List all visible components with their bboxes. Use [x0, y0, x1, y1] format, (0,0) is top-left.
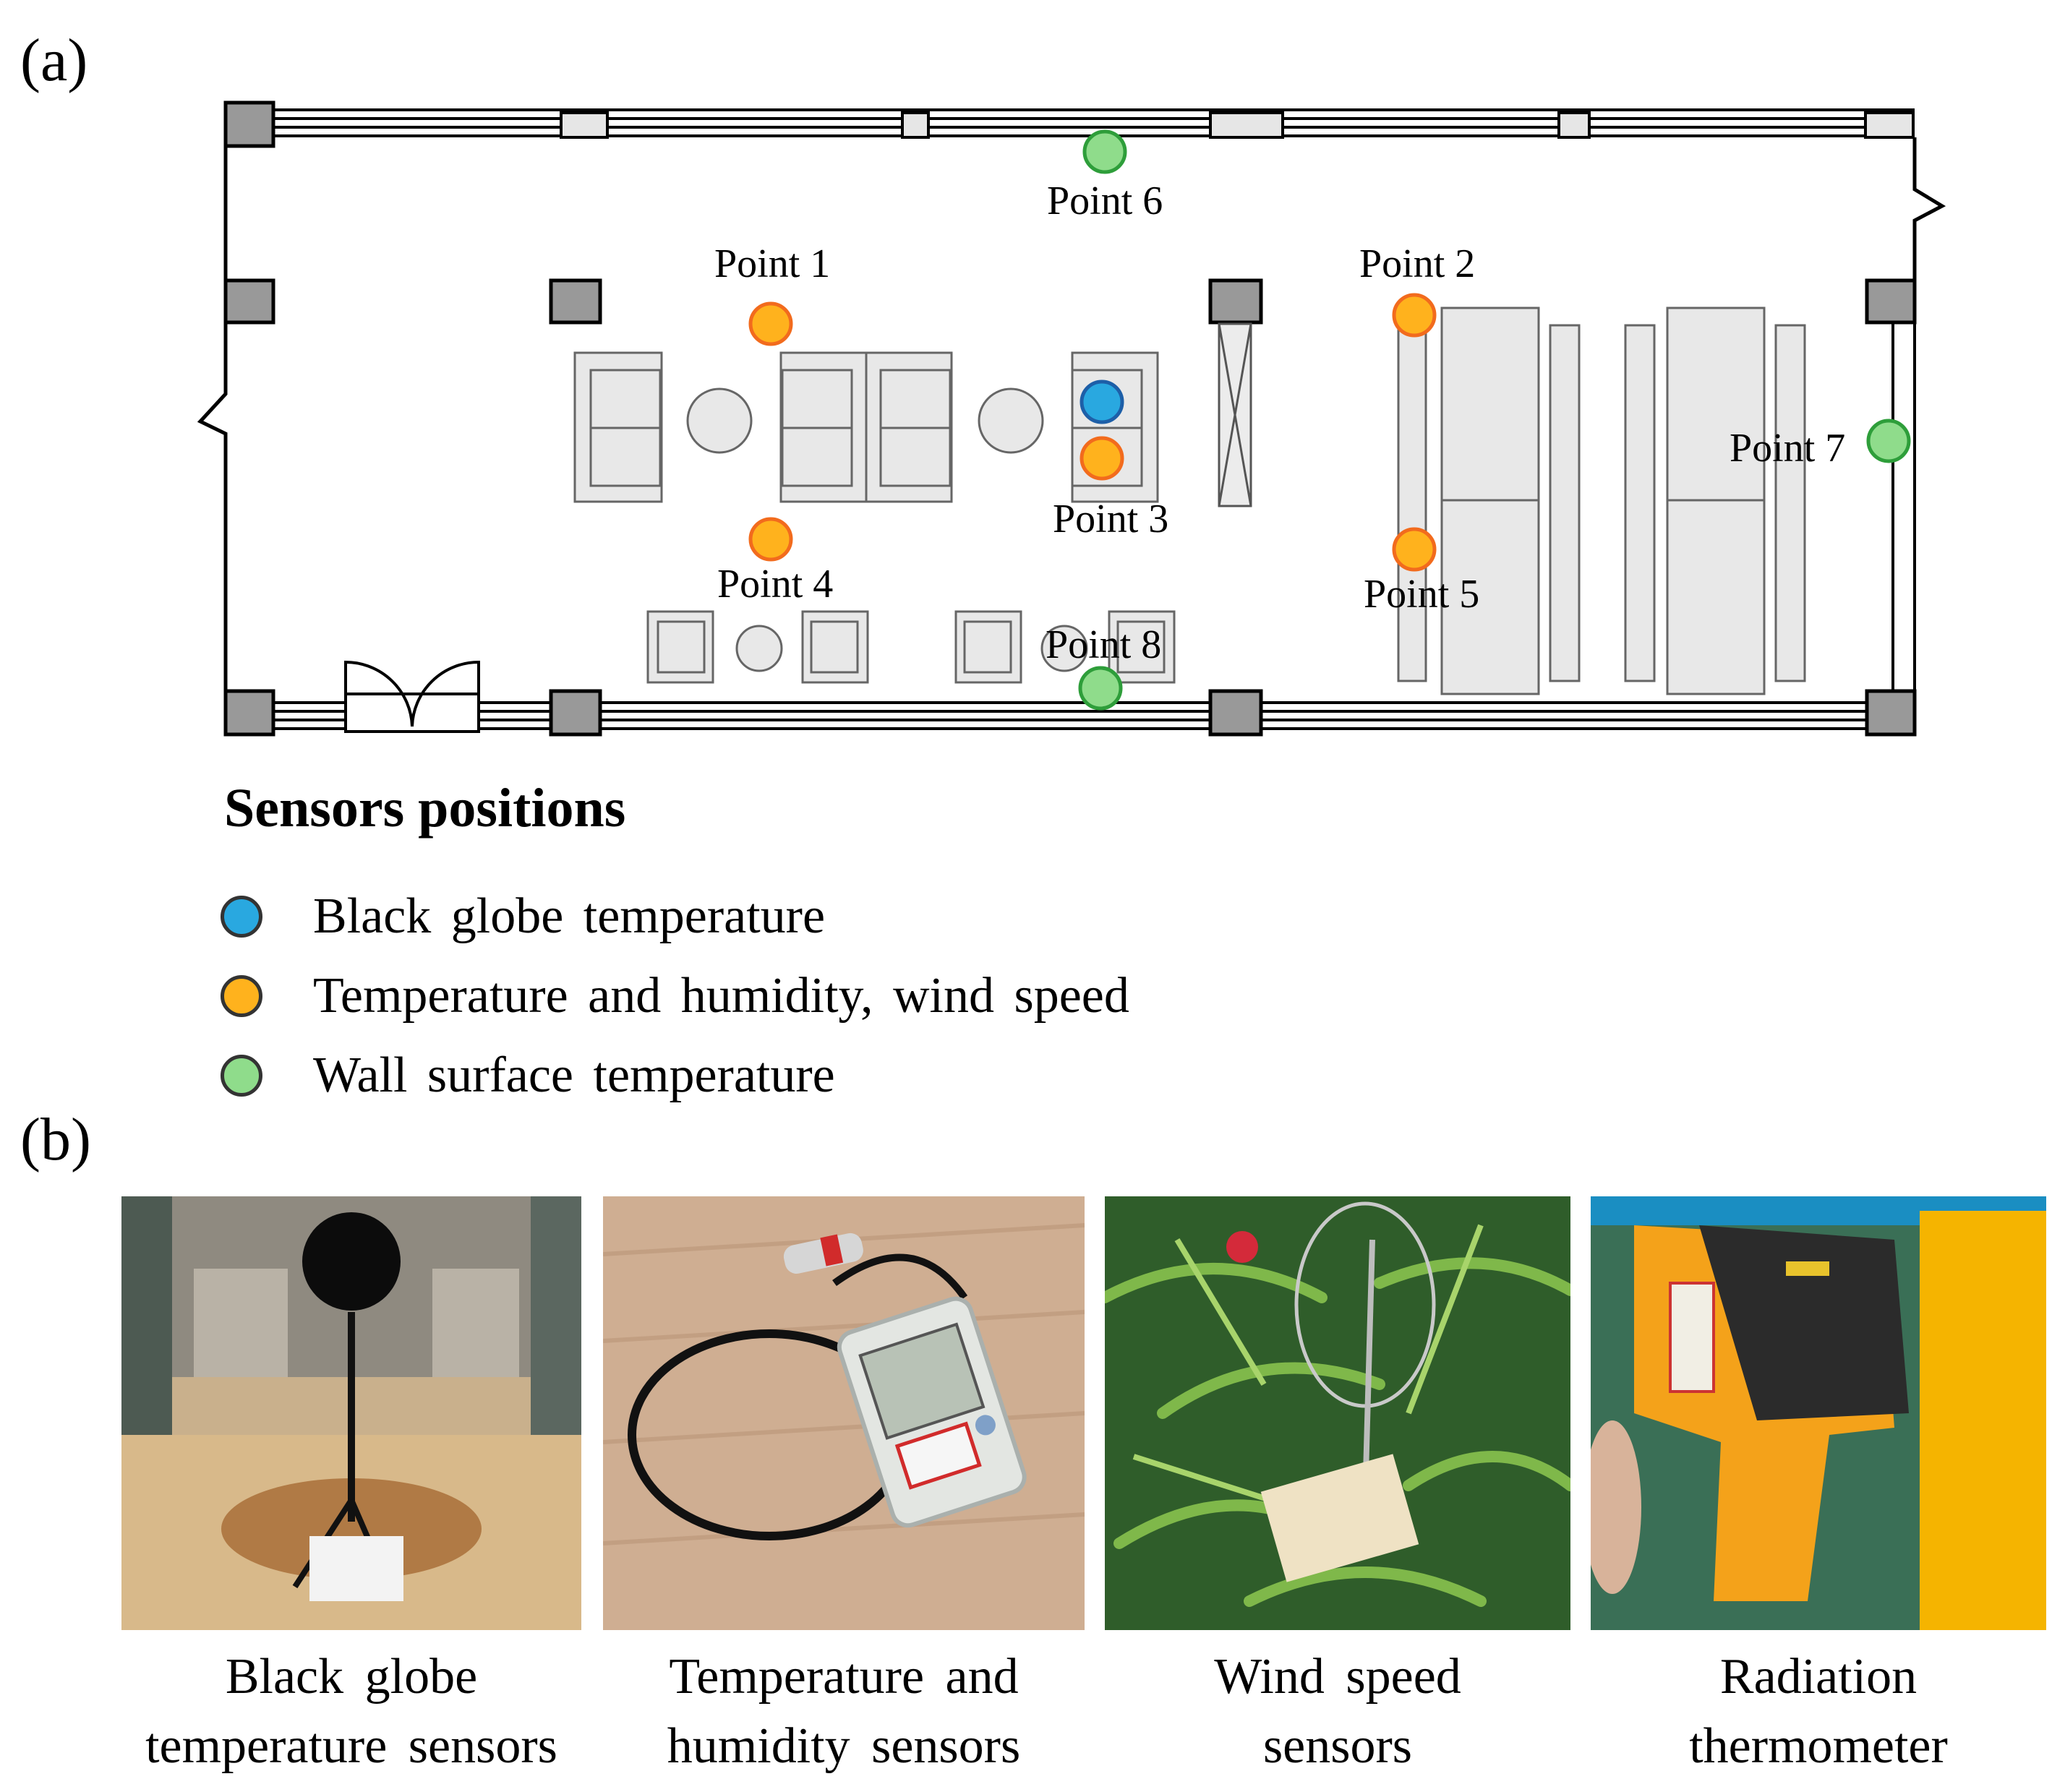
- caption-black-globe: Black globe temperature sensors: [121, 1642, 581, 1781]
- green-dot-icon: [221, 1055, 262, 1097]
- legend-item-globe: Black globe temperature: [221, 888, 825, 946]
- sensor-point-3-globe: [1080, 380, 1124, 424]
- sensor-point-1: [748, 301, 793, 346]
- legend-item-temp-humidity: Temperature and humidity, wind speed: [221, 967, 1129, 1025]
- point-7-label: Point 7: [1730, 426, 1845, 471]
- caption-line: Wind speed: [1214, 1649, 1461, 1705]
- panel-a-label: (a): [20, 27, 88, 94]
- caption-line: Radiation: [1719, 1649, 1918, 1705]
- caption-line: humidity sensors: [667, 1718, 1021, 1774]
- point-4-label: Point 4: [717, 562, 833, 606]
- legend-label: Temperature and humidity, wind speed: [313, 968, 1129, 1024]
- photo-radiation-thermometer: [1591, 1196, 2046, 1630]
- blue-dot-icon: [221, 896, 262, 938]
- photo-wind-speed-sensor: [1105, 1196, 1570, 1630]
- floor-plan: Point 1 Point 2 Point 3 Point 4 Point 5 …: [197, 100, 1946, 737]
- sensor-point-7: [1866, 419, 1911, 463]
- caption-wind-speed: Wind speed sensors: [1105, 1642, 1570, 1781]
- caption-line: temperature sensors: [145, 1718, 557, 1774]
- legend-title: Sensors positions: [224, 778, 626, 839]
- photo-temp-humidity-sensor: [603, 1196, 1085, 1630]
- caption-radiation: Radiation thermometer: [1591, 1642, 2046, 1781]
- photo-black-globe-sensor: [121, 1196, 581, 1630]
- point-1-label: Point 1: [714, 241, 830, 286]
- legend-item-wall: Wall surface temperature: [221, 1047, 835, 1105]
- sensor-point-8: [1078, 666, 1123, 711]
- caption-line: thermometer: [1689, 1718, 1948, 1774]
- caption-line: Black globe: [225, 1649, 478, 1705]
- point-3-label: Point 3: [1053, 497, 1168, 541]
- sensor-point-5: [1392, 527, 1437, 572]
- legend-label: Wall surface temperature: [313, 1047, 835, 1103]
- sensor-point-4: [748, 517, 793, 562]
- point-6-label: Point 6: [1047, 179, 1163, 223]
- sensor-point-3: [1080, 436, 1124, 481]
- caption-line: Temperature and: [669, 1649, 1019, 1705]
- point-5-label: Point 5: [1364, 572, 1479, 617]
- caption-line: sensors: [1262, 1718, 1413, 1774]
- sensor-point-6: [1082, 129, 1127, 174]
- caption-temp-humidity: Temperature and humidity sensors: [603, 1642, 1085, 1781]
- orange-dot-icon: [221, 975, 262, 1017]
- legend-label: Black globe temperature: [313, 888, 826, 944]
- panel-b-label: (b): [20, 1106, 91, 1173]
- point-2-label: Point 2: [1359, 241, 1475, 286]
- sensor-point-2: [1392, 293, 1437, 338]
- point-8-label: Point 8: [1046, 622, 1161, 667]
